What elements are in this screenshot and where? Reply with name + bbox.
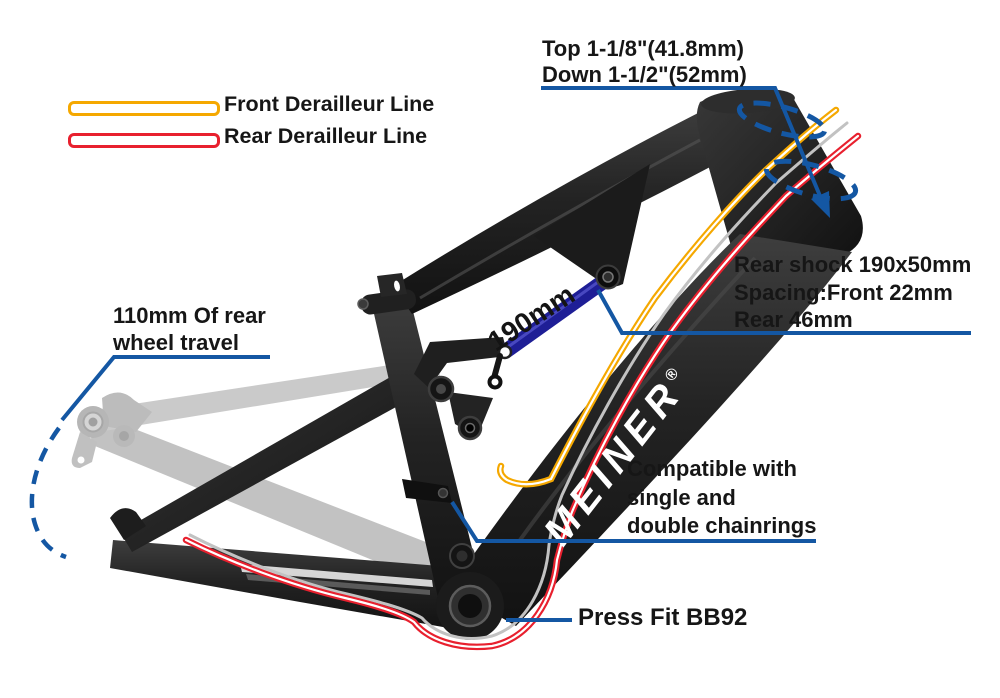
seatpost-stub: [377, 273, 407, 297]
seatstay: [120, 360, 438, 552]
headset-annotation: Top 1-1/8"(41.8mm) Down 1-1/2"(52mm): [542, 36, 747, 88]
rear-shock: [487, 264, 621, 390]
shock-line-2: Spacing:Front 22mm: [734, 279, 953, 305]
chainring-annotation: Compatible with single and double chainr…: [627, 455, 816, 541]
head-tube-bottom-dashed-ellipse: [763, 158, 859, 202]
seat-tube: [370, 291, 484, 616]
ghost-seatstay: [94, 358, 440, 432]
rear-derailleur-line-swatch: [68, 133, 220, 148]
travel-line-1: 110mm Of rear: [113, 303, 266, 328]
ghost-rear-triangle: [71, 358, 462, 592]
chainstay-highlight: [240, 564, 433, 587]
front-derailleur-line-swatch: [68, 101, 220, 116]
front-derailleur-line-label: Front Derailleur Line: [224, 92, 435, 116]
headset-line-2: Down 1-1/2"(52mm): [542, 62, 747, 87]
seat-clamp: [361, 289, 416, 315]
derailleur-mount-tab: [402, 479, 452, 503]
chainring-line-1: Compatible with: [627, 456, 797, 481]
chainring-line-2: single and: [627, 484, 736, 510]
shock-mount-gusset: [534, 164, 650, 287]
wheel-travel-annotation: 110mm Of rear wheel travel: [113, 302, 266, 356]
chainring-leader-line: [450, 500, 816, 543]
headset-leader-line: [541, 86, 822, 197]
head-tube-top-face: [701, 88, 795, 114]
shock-line-3: Rear 46mm: [734, 307, 853, 332]
rocker-link: [414, 337, 508, 388]
bottom-bracket-annotation: Press Fit BB92: [578, 604, 748, 631]
headset-line-1: Top 1-1/8"(41.8mm): [542, 36, 744, 61]
shock-leader-line: [596, 289, 971, 335]
leader-lines: [29, 86, 971, 622]
shock-body: [498, 271, 615, 359]
chainring-line-3: double chainrings: [627, 513, 817, 538]
shock-line-1: Rear shock 190x50mm: [734, 252, 972, 277]
rear-derailleur-line-label: Rear Derailleur Line: [224, 124, 428, 148]
rear-shock-annotation: Rear shock 190x50mm Spacing:Front 22mm R…: [734, 251, 971, 334]
travel-arc-dashed: [29, 426, 67, 560]
travel-line-2: wheel travel: [113, 330, 239, 355]
ghost-dropout-flange: [102, 392, 152, 432]
shock-link: [491, 353, 503, 381]
ghost-chainstay: [90, 414, 462, 592]
travel-leader-line: [60, 355, 270, 422]
